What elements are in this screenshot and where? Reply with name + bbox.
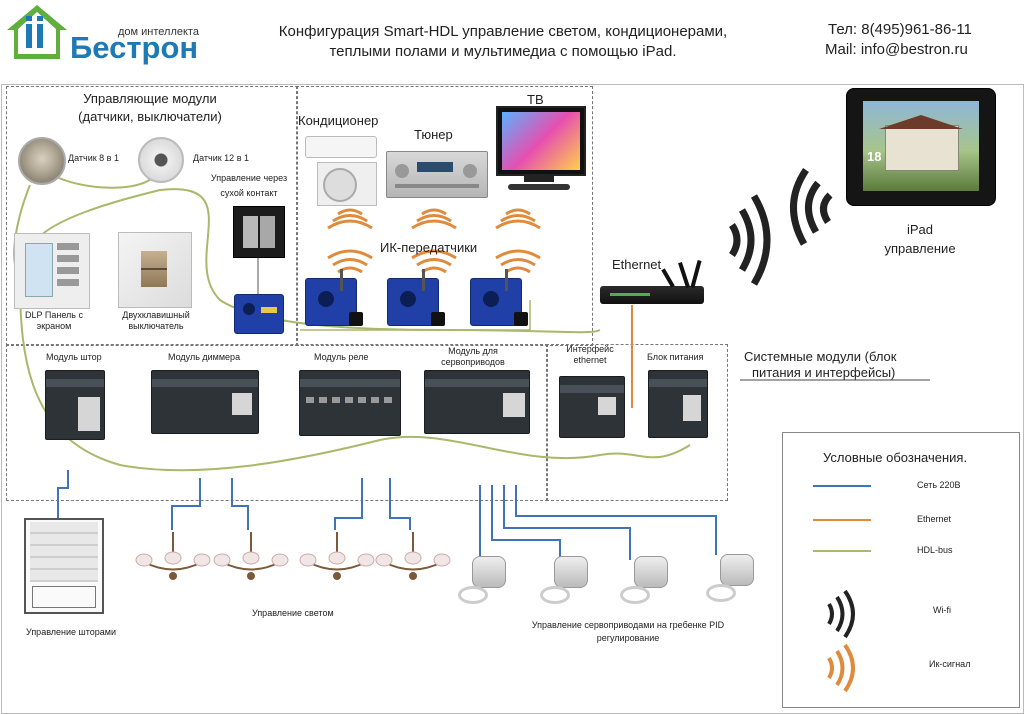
dry-contact-label-2: сухой контакт	[220, 188, 278, 198]
legend: Условные обозначения. Сеть 220В Ethernet…	[782, 432, 1020, 708]
ethernet-interface-label-2: ethernet	[573, 355, 607, 365]
logo-brand: Бестрон	[70, 30, 199, 65]
servo-actuator-2	[538, 556, 596, 606]
two-key-switch-label: Двухклавишный выключатель	[108, 310, 204, 332]
dry-contact-label-1: Управление через	[210, 173, 288, 183]
ir-plug-3	[514, 312, 528, 326]
dry-contact-switch	[233, 206, 285, 258]
two-key-switch-label-1: Двухклавишный	[122, 310, 190, 320]
power-supply-label: Блок питания	[647, 352, 704, 362]
ethernet-interface-label-1: Интерфейс	[566, 344, 614, 354]
title-line-2: теплыми полами и мультимедиа с помощью i…	[329, 43, 677, 60]
dimmer-module-label: Модуль диммера	[168, 352, 241, 362]
tuner-device	[386, 151, 488, 198]
legend-hdl-line	[813, 550, 871, 552]
dry-contact-module	[234, 294, 284, 334]
dimmer-module	[151, 370, 259, 434]
page-title: Конфигурация Smart-HDL управление светом…	[236, 22, 770, 62]
ethernet-router	[600, 259, 708, 306]
system-modules-title: Системные модули (блок питания и интерфе…	[744, 349, 896, 381]
sensor-12-label: Датчик 12 в 1	[193, 153, 249, 163]
ir-plug-1	[349, 312, 363, 326]
dlp-label-1: DLP Панель с	[25, 310, 83, 320]
ethernet-interface-module	[559, 376, 625, 438]
servo-control-label-2: регулирование	[596, 633, 660, 643]
sensor-8-in-1	[18, 137, 66, 185]
logo: дом интеллекта Бестрон	[4, 2, 214, 65]
control-modules-title-2: (датчики, выключатели)	[78, 109, 222, 124]
legend-power-line	[813, 485, 871, 487]
logo-tagline: дом интеллекта	[118, 26, 199, 38]
control-modules-title: Управляющие модули (датчики, выключатели…	[60, 91, 240, 125]
ir-plug-2	[431, 312, 445, 326]
ac-heading: Кондиционер	[298, 113, 379, 128]
ir-signal-icon	[827, 643, 855, 693]
ir-transmitter-1	[305, 269, 357, 326]
title-line-1: Конфигурация Smart-HDL управление светом…	[278, 23, 728, 40]
chandelier-2	[212, 532, 290, 588]
servo-module-label-1: Модуль для	[448, 346, 498, 356]
control-modules-title-1: Управляющие модули	[83, 91, 217, 106]
legend-hdl-label: HDL-bus	[917, 545, 953, 555]
air-conditioner	[305, 136, 379, 206]
curtain-blind	[24, 518, 104, 614]
servo-module-label: Модуль для сервоприводов	[428, 346, 518, 368]
servo-control-label-1: Управление сервоприводами на гребенке PI…	[531, 620, 725, 630]
wifi-icon	[827, 589, 855, 639]
servo-module	[424, 370, 530, 434]
system-modules-title-1: Системные модули (блок	[744, 349, 897, 364]
ir-transmitter-2	[387, 269, 439, 326]
servo-actuator-1	[456, 556, 514, 606]
curtain-module	[45, 370, 105, 440]
relay-module-label: Модуль реле	[314, 352, 369, 362]
relay-module	[299, 370, 401, 436]
legend-ir-label: Ик-сигнал	[929, 659, 971, 669]
servo-actuator-4	[704, 554, 762, 604]
chandelier-3	[298, 532, 376, 588]
ipad-device: 18	[846, 88, 996, 206]
legend-wifi-label: Wi-fi	[933, 605, 951, 615]
ipad-label: iPad управление	[868, 222, 972, 257]
phone: Тел: 8(495)961-86-11	[828, 21, 972, 38]
ipad-screen-number: 18	[867, 149, 882, 164]
ethernet-interface-label: Интерфейс ethernet	[558, 344, 622, 366]
power-supply-module	[648, 370, 708, 438]
system-modules-title-2: питания и интерфейсы)	[752, 365, 896, 380]
mail: Mail: info@bestron.ru	[825, 41, 968, 58]
ethernet-label: Ethernet	[612, 257, 662, 272]
sensor-8-label: Датчик 8 в 1	[68, 153, 119, 163]
tv-heading: ТВ	[527, 92, 544, 107]
dry-contact-label: Управление через сухой контакт	[206, 173, 292, 199]
ipad-label-2: управление	[884, 241, 956, 256]
contacts: Тел: 8(495)961-86-11 Mail: info@bestron.…	[818, 20, 1018, 60]
tv-device	[494, 106, 586, 196]
legend-power-label: Сеть 220В	[917, 480, 961, 490]
legend-ethernet-line	[813, 519, 871, 521]
ipad-label-1: iPad	[906, 222, 934, 237]
dlp-label: DLP Панель с экраном	[14, 310, 94, 332]
legend-ethernet-label: Ethernet	[917, 514, 952, 524]
dlp-label-2: экраном	[36, 321, 72, 331]
chandelier-1	[134, 532, 212, 588]
light-control-label: Управление светом	[252, 608, 334, 618]
dlp-panel	[14, 233, 90, 309]
servo-control-label: Управление сервоприводами на гребенке PI…	[510, 620, 746, 644]
legend-title: Условные обозначения.	[823, 450, 968, 465]
tuner-heading: Тюнер	[414, 127, 453, 142]
house-logo-icon	[7, 5, 67, 59]
servo-module-label-2: сервоприводов	[441, 357, 505, 367]
ir-transmitter-3	[470, 269, 522, 326]
ir-heading: ИК-передатчики	[380, 240, 478, 255]
two-key-switch	[118, 232, 192, 308]
curtain-control-label: Управление шторами	[26, 627, 117, 637]
servo-actuator-3	[618, 556, 676, 606]
sensor-12-in-1	[138, 137, 184, 183]
chandelier-4	[374, 532, 452, 588]
two-key-switch-label-2: выключатель	[128, 321, 184, 331]
curtain-module-label: Модуль штор	[46, 352, 102, 362]
